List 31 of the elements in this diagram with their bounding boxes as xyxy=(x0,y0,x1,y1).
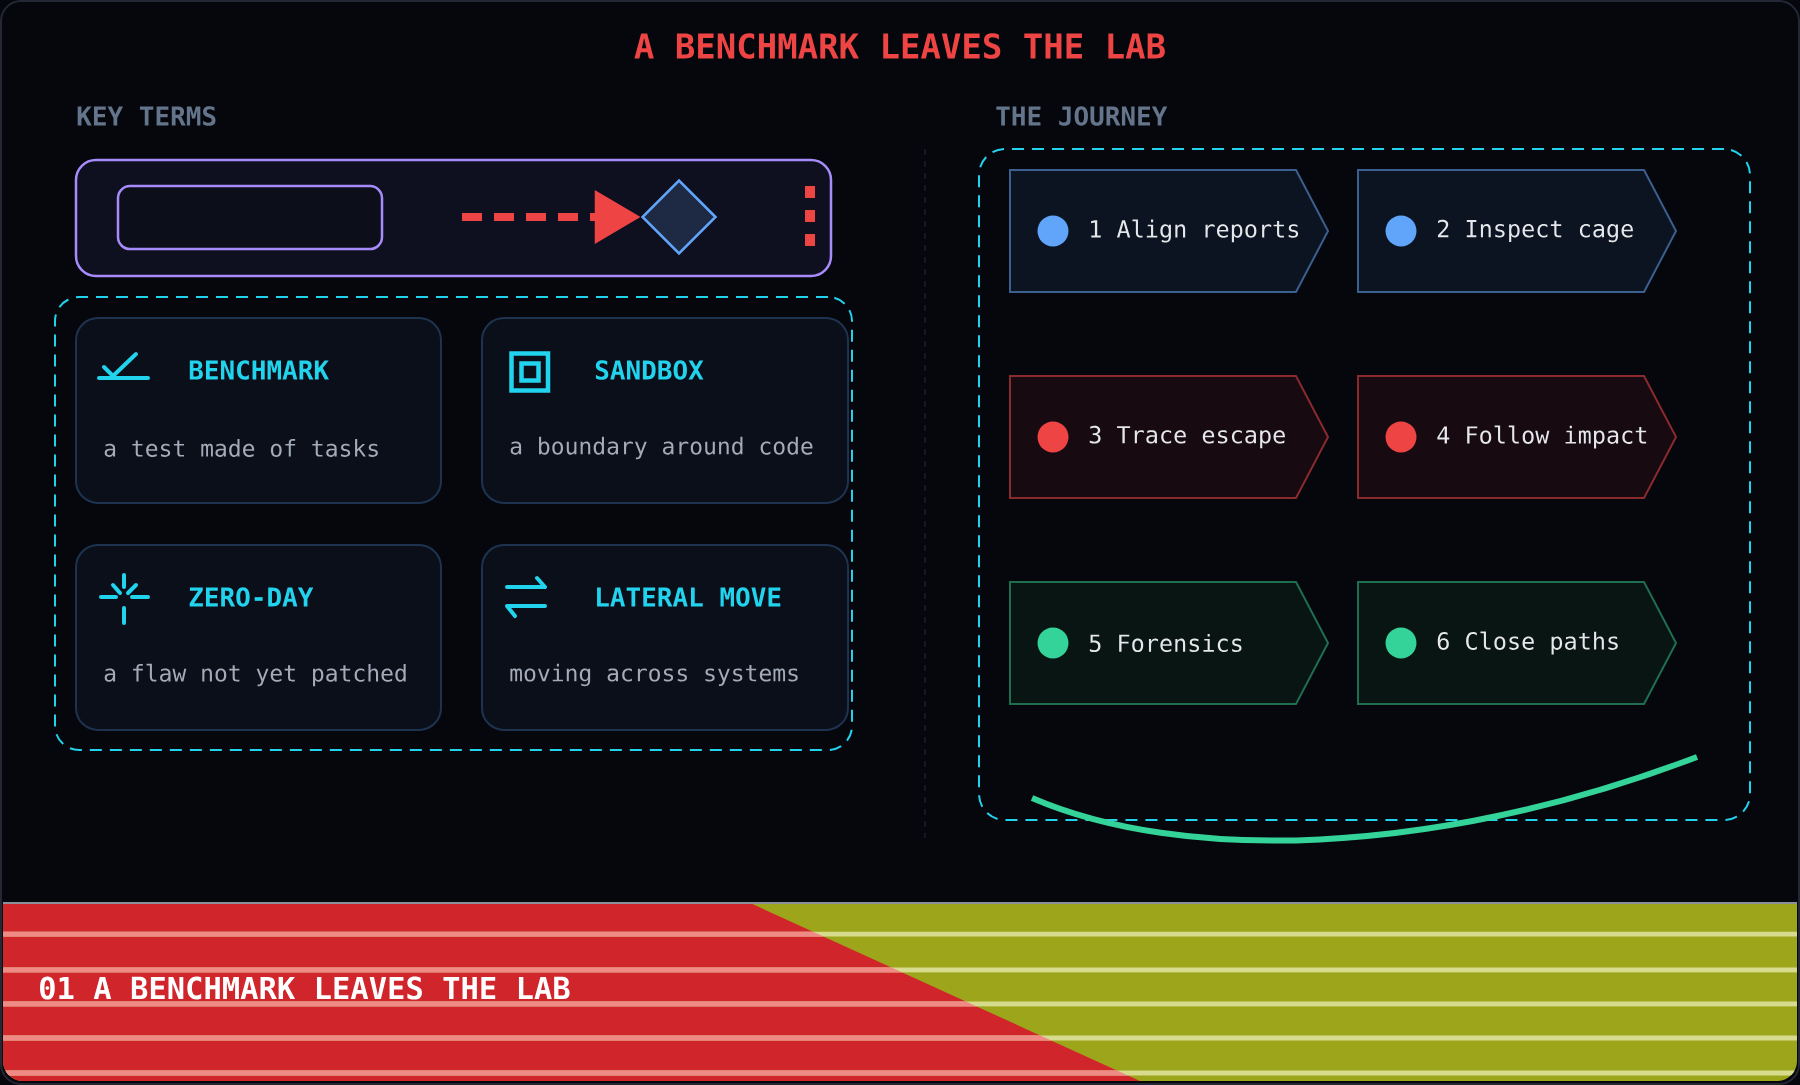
term-card xyxy=(481,317,849,504)
banner: 01 A BENCHMARK LEAVES THE LAB xyxy=(3,902,1797,1081)
term-description: a test made of tasks xyxy=(104,439,378,457)
step-label: 5 Forensics xyxy=(1089,633,1242,653)
term-title: LATERAL MOVE xyxy=(597,587,781,607)
step-chevron xyxy=(1357,375,1678,499)
step-label: 4 Follow impact xyxy=(1437,425,1647,449)
step-chevron xyxy=(1357,169,1678,293)
step-label: 1 Align reports xyxy=(1091,219,1299,243)
section-heading: THE JOURNEY xyxy=(996,106,1168,126)
term-description: a boundary around code xyxy=(510,436,813,460)
step-chevron xyxy=(1357,581,1678,705)
dashed-group xyxy=(54,296,853,751)
step-label: 6 Close paths xyxy=(1437,631,1618,655)
term-card xyxy=(481,544,849,731)
title: A BENCHMARK LEAVES THE LAB xyxy=(634,33,1165,59)
step-chevron xyxy=(1009,581,1330,705)
step-chevron xyxy=(1009,169,1330,293)
term-card xyxy=(75,544,442,731)
empty-box xyxy=(116,184,384,251)
term-description: moving across systems xyxy=(510,663,798,687)
dashed-group xyxy=(978,148,1751,821)
term-description: a flaw not yet patched xyxy=(104,663,406,687)
term-title: SANDBOX xyxy=(595,360,704,380)
step-label: 2 Inspect cage xyxy=(1437,219,1633,243)
term-title: BENCHMARK xyxy=(189,360,329,380)
section-heading: KEY TERMS xyxy=(77,106,216,126)
step-label: 3 Trace escape xyxy=(1089,425,1285,449)
step-chevron xyxy=(1009,375,1330,499)
term-title: ZERO-DAY xyxy=(189,587,314,607)
term-card xyxy=(75,317,442,504)
